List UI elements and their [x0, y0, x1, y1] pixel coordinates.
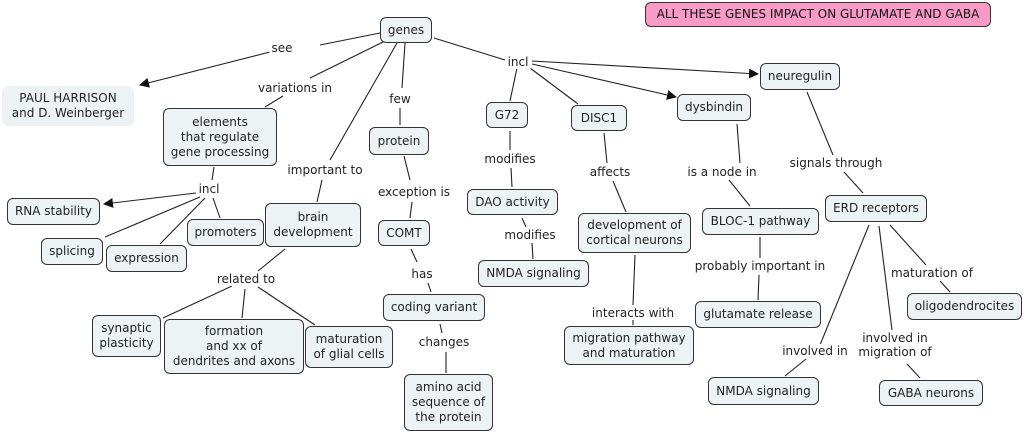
- link-line: [806, 91, 834, 156]
- link-label-incl-elements: incl: [196, 182, 222, 196]
- link-line: [427, 282, 432, 293]
- link-line: [264, 95, 284, 108]
- link-label-exception-is: exception is: [375, 185, 453, 199]
- link-line: [162, 285, 233, 319]
- node-dao-activity[interactable]: DAO activity: [467, 189, 558, 215]
- link-label-modifies-2: modifies: [502, 228, 558, 242]
- link-line: [319, 32, 381, 46]
- node-gaba-neurons[interactable]: GABA neurons: [879, 380, 983, 406]
- link-label-related-to: related to: [214, 272, 278, 286]
- link-line: [329, 42, 398, 161]
- node-disc1[interactable]: DISC1: [571, 105, 627, 131]
- link-line: [736, 123, 741, 164]
- link-line: [939, 280, 951, 293]
- link-line: [212, 197, 221, 219]
- node-paul-harrison[interactable]: PAUL HARRISON and D. Weinberger: [2, 86, 134, 126]
- node-nmda-signaling-2[interactable]: NMDA signaling: [708, 377, 819, 405]
- link-line: [529, 67, 579, 105]
- summary-note[interactable]: ALL THESE GENES IMPACT ON GLUTAMATE AND …: [645, 2, 991, 27]
- node-nmda-signaling[interactable]: NMDA signaling: [478, 260, 589, 287]
- link-line: [843, 171, 864, 194]
- link-label-few: few: [387, 92, 413, 106]
- link-label-important-to: important to: [285, 163, 365, 177]
- link-line: [889, 224, 927, 266]
- link-line: [612, 180, 627, 213]
- node-coding-variant[interactable]: coding variant: [383, 294, 485, 321]
- link-line: [401, 42, 406, 89]
- link-label-involved-in: involved in: [780, 344, 850, 358]
- node-g72[interactable]: G72: [486, 102, 528, 128]
- node-neuregulin[interactable]: neuregulin: [760, 63, 840, 90]
- link-line: [510, 167, 513, 188]
- link-label-see: see: [269, 41, 295, 55]
- link-line: [309, 41, 384, 79]
- link-line: [757, 274, 760, 301]
- node-synaptic-plasticity[interactable]: synaptic plasticity: [92, 315, 161, 357]
- link-label-changes: changes: [416, 335, 472, 349]
- link-label-variations-in: variations in: [255, 81, 335, 95]
- node-rna-stability[interactable]: RNA stability: [7, 198, 100, 225]
- link-label-has: has: [409, 267, 435, 281]
- link-label-maturation-of: maturation of: [888, 266, 976, 280]
- link-line: [410, 248, 418, 263]
- node-comt[interactable]: COMT: [378, 220, 430, 246]
- node-amino-acid[interactable]: amino acid sequence of the protein: [404, 374, 493, 431]
- node-glutamate-release[interactable]: glutamate release: [695, 301, 821, 328]
- node-formation-dendrites[interactable]: formation and xx of dendrites and axons: [164, 319, 304, 374]
- node-splicing[interactable]: splicing: [41, 238, 103, 265]
- link-label-signals-through: signals through: [787, 156, 885, 170]
- link-line: [241, 288, 246, 319]
- link-line: [878, 225, 893, 331]
- link-line: [728, 179, 751, 207]
- link-label-probably-important-in: probably important in: [692, 259, 828, 273]
- node-dysbindin[interactable]: dysbindin: [677, 94, 751, 121]
- link-line: [906, 363, 921, 379]
- node-glial-maturation[interactable]: maturation of glial cells: [305, 326, 393, 368]
- node-cortical-development[interactable]: development of cortical neurons: [578, 213, 691, 253]
- node-expression[interactable]: expression: [106, 245, 187, 272]
- link-line: [521, 217, 527, 228]
- link-line: [104, 196, 201, 238]
- node-erd-receptors[interactable]: ERD receptors: [825, 195, 927, 222]
- node-brain-development[interactable]: brain development: [265, 203, 361, 247]
- link-label-affects: affects: [587, 165, 633, 179]
- link-line: [316, 179, 323, 203]
- link-line: [531, 63, 677, 100]
- link-line: [632, 254, 636, 306]
- link-line: [139, 51, 271, 88]
- node-promoters[interactable]: promoters: [187, 219, 264, 246]
- link-line: [819, 224, 870, 346]
- link-line: [509, 67, 518, 102]
- link-label-incl: incl: [505, 55, 531, 69]
- node-oligodendrocytes[interactable]: oligodendrocites: [907, 293, 1022, 320]
- node-genes[interactable]: genes: [380, 17, 432, 43]
- link-line: [409, 201, 413, 219]
- node-protein[interactable]: protein: [369, 127, 429, 155]
- link-line: [603, 132, 608, 164]
- node-bloc1-pathway[interactable]: BLOC-1 pathway: [702, 208, 819, 235]
- link-line: [439, 323, 443, 334]
- link-label-involved-in-migration: involved in migration of: [856, 331, 934, 359]
- link-line: [159, 197, 206, 245]
- link-line: [257, 286, 316, 326]
- node-migration-pathway[interactable]: migration pathway and maturation: [564, 326, 694, 365]
- link-label-is-a-node-in: is a node in: [685, 165, 759, 179]
- link-line: [257, 248, 286, 272]
- link-label-interacts-with: interacts with: [589, 306, 677, 320]
- link-line: [103, 192, 197, 208]
- node-elements[interactable]: elements that regulate gene processing: [163, 108, 277, 166]
- link-line: [531, 242, 534, 260]
- link-line: [531, 60, 759, 79]
- link-label-modifies: modifies: [482, 152, 538, 166]
- link-line: [433, 37, 506, 61]
- link-line: [403, 155, 411, 181]
- link-line: [784, 358, 807, 377]
- link-line: [211, 166, 215, 181]
